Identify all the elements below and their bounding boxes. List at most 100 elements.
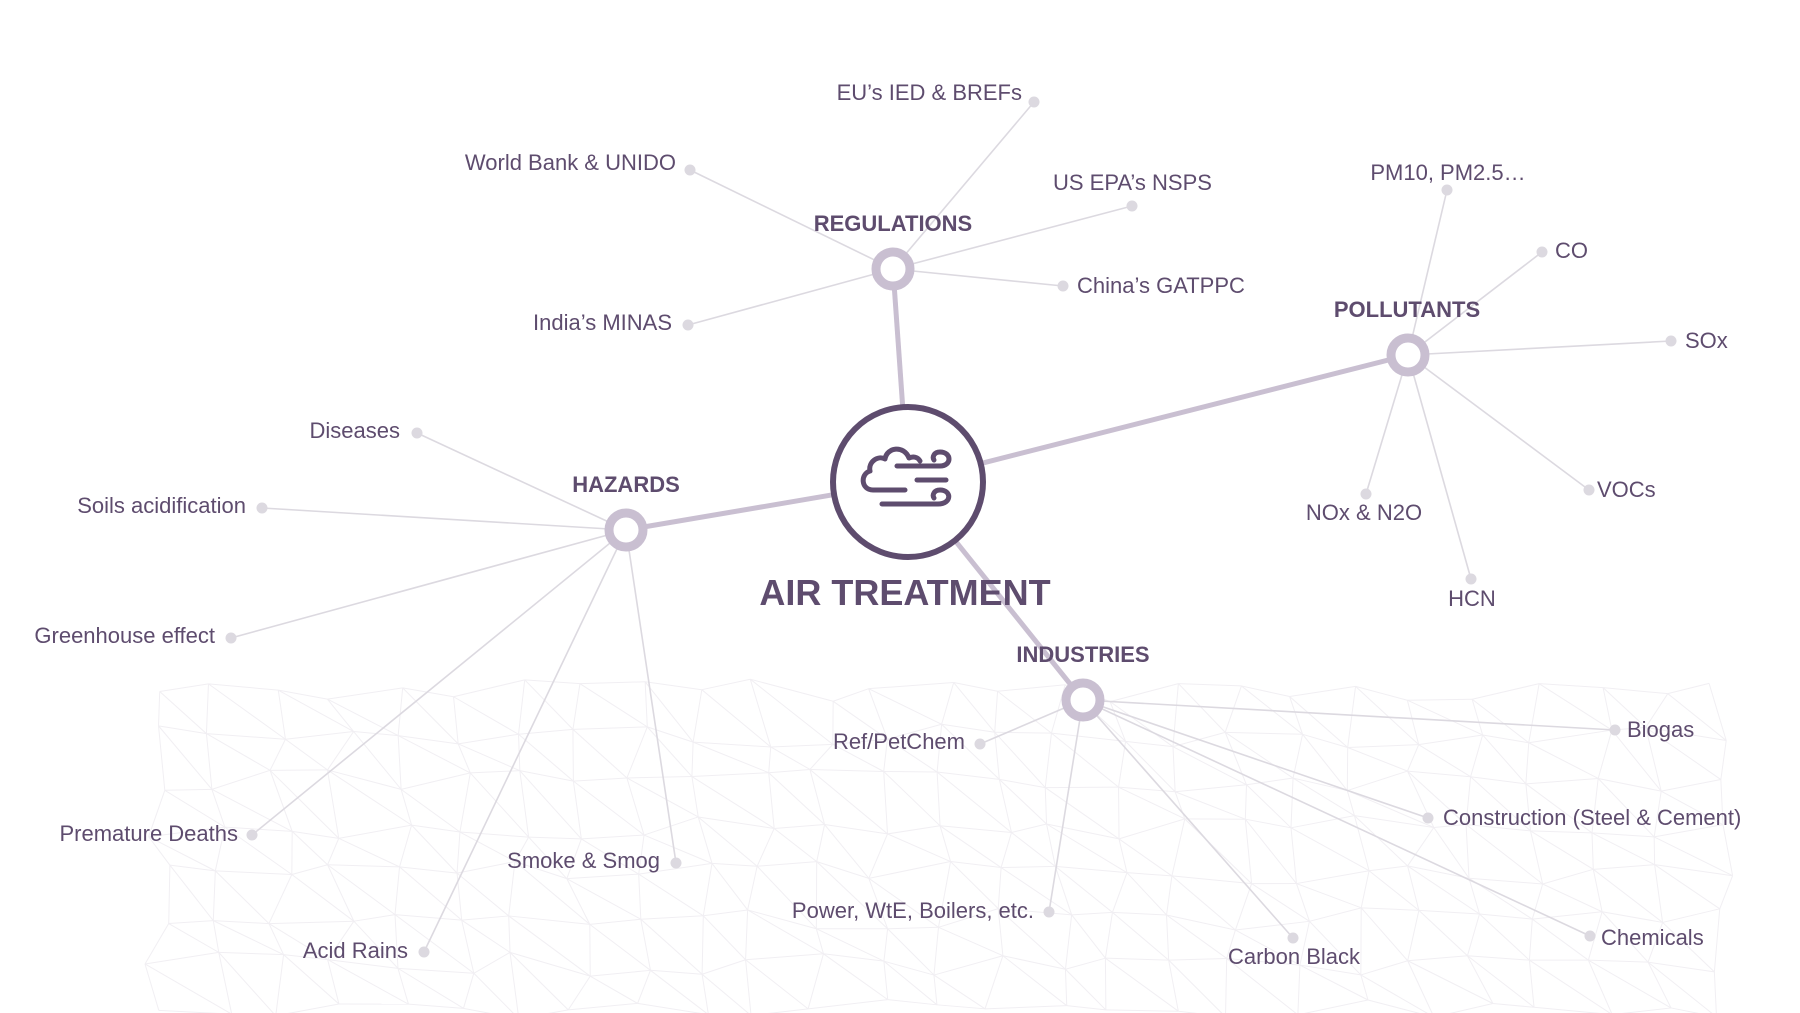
mesh-line <box>1465 776 1472 825</box>
mesh-line <box>519 770 582 840</box>
mesh-line <box>1046 823 1120 840</box>
mesh-line <box>158 691 161 726</box>
mesh-line <box>1588 959 1649 963</box>
mesh-line <box>1175 784 1247 793</box>
mesh-line <box>283 954 328 961</box>
mesh-line <box>399 866 463 921</box>
mesh-line <box>338 824 412 839</box>
mesh-line <box>1118 838 1173 877</box>
mesh-line <box>701 915 704 975</box>
mesh-line <box>411 824 460 833</box>
mesh-line <box>1647 961 1715 973</box>
mesh-line <box>1645 727 1662 792</box>
mesh-line <box>994 731 1052 734</box>
mesh-line <box>1667 693 1727 741</box>
mesh-line <box>691 776 775 829</box>
mesh-line <box>644 681 694 743</box>
mesh-line <box>327 698 399 737</box>
mesh-line <box>456 831 461 874</box>
mesh-line <box>1125 740 1174 748</box>
mesh-line <box>338 837 400 868</box>
mesh-line <box>1592 869 1603 912</box>
mesh-line <box>400 788 461 833</box>
mesh-line <box>868 688 942 725</box>
mesh-line <box>1104 912 1113 959</box>
mesh-line <box>883 771 938 773</box>
mesh-line <box>1178 1010 1198 1013</box>
leaf-dot <box>411 427 423 439</box>
mesh-line <box>1597 729 1613 779</box>
mesh-line <box>832 743 884 772</box>
mesh-line <box>327 687 403 700</box>
mesh-line <box>269 770 293 832</box>
mesh-line <box>1292 734 1304 779</box>
mesh-line <box>1528 919 1533 961</box>
mesh-line <box>1653 836 1733 877</box>
mesh-line <box>168 920 214 925</box>
leaf-connector <box>1407 354 1590 491</box>
mesh-line <box>768 1008 809 1013</box>
leaf-connector <box>423 529 627 953</box>
mesh-line <box>470 770 520 774</box>
mesh-line <box>327 838 340 865</box>
mesh-line <box>1407 770 1471 778</box>
mesh-line <box>1449 1003 1494 1013</box>
mesh-line <box>1465 824 1470 879</box>
mesh-line <box>399 866 458 874</box>
mesh-line <box>1046 823 1056 867</box>
mesh-line <box>1645 727 1722 780</box>
mesh-line <box>1245 818 1292 829</box>
mesh-line <box>218 951 284 956</box>
mesh-line <box>697 816 758 867</box>
mesh-line <box>514 861 591 925</box>
mesh-line <box>1044 733 1052 788</box>
mesh-line <box>1647 961 1713 1013</box>
mesh-line <box>453 696 459 744</box>
mesh-line <box>650 969 703 975</box>
mesh-line <box>326 769 340 839</box>
mesh-line <box>1525 783 1532 831</box>
mesh-line <box>1178 683 1242 687</box>
mesh-line <box>1125 741 1176 793</box>
mesh-line <box>469 772 529 838</box>
mesh-line <box>887 928 935 976</box>
mesh-line <box>1591 778 1599 833</box>
mesh-line <box>1235 929 1301 966</box>
mesh-line <box>285 738 328 771</box>
mesh-line <box>1290 827 1370 872</box>
mesh-line <box>456 861 516 874</box>
leaf-label-pollutants: HCN <box>1448 586 1496 611</box>
mesh-line <box>816 861 888 930</box>
mesh-line <box>1647 922 1664 963</box>
mesh-line <box>353 731 402 790</box>
mesh-line <box>697 816 713 864</box>
mesh-line <box>1299 921 1310 966</box>
mesh-line <box>1433 823 1467 828</box>
mesh-line <box>214 870 270 924</box>
mesh-line <box>638 873 704 917</box>
mesh-line <box>1603 687 1668 695</box>
mesh-line <box>824 824 888 835</box>
mesh-line <box>144 963 160 1011</box>
mesh-line <box>283 954 340 1005</box>
mesh-line <box>868 688 888 740</box>
mesh-line <box>1591 832 1655 838</box>
mesh-line <box>144 963 231 1013</box>
mesh-line <box>1355 685 1408 701</box>
mesh-line <box>1051 732 1126 742</box>
mesh-line <box>1251 883 1310 922</box>
mesh-line <box>168 865 171 924</box>
mesh-line <box>1482 734 1527 785</box>
mesh-line <box>1471 699 1484 736</box>
leaf-label-pollutants: SOx <box>1685 328 1728 353</box>
mesh-line <box>887 833 951 863</box>
mesh-line <box>1720 740 1727 780</box>
branch-connector-industries <box>953 538 1085 702</box>
mesh-line <box>292 830 339 839</box>
hub-label-hazards: HAZARDS <box>572 472 680 497</box>
mesh-line <box>394 866 401 915</box>
mesh-line <box>1468 877 1543 885</box>
mesh-line <box>1407 744 1420 772</box>
leaf-dot <box>1583 484 1595 496</box>
mesh-line <box>566 878 591 925</box>
